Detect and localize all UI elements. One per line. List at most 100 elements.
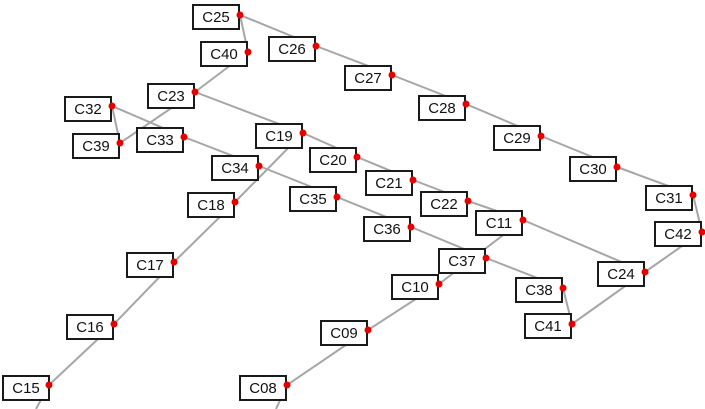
node-label: C15 [12,380,40,397]
node-label: C38 [525,282,553,299]
node-c16[interactable]: C16 [66,314,118,340]
node-label: C20 [319,152,347,169]
port-dot [388,71,396,79]
node-c27[interactable]: C27 [344,65,396,91]
port-dot [641,268,649,276]
node-c17[interactable]: C17 [126,252,178,278]
node-c09[interactable]: C09 [320,320,372,346]
node-box [187,192,235,218]
node-c35[interactable]: C35 [289,186,341,212]
node-label: C34 [221,160,249,177]
node-box [418,95,466,121]
node-label: C27 [354,70,382,87]
port-dot [180,133,188,141]
node-box [438,248,486,274]
node-box [597,261,645,287]
node-box [66,314,114,340]
node-c32[interactable]: C32 [64,96,116,122]
port-dot [435,280,443,288]
node-c34[interactable]: C34 [211,155,263,181]
node-c28[interactable]: C28 [418,95,470,121]
port-dot [464,197,472,205]
node-c10[interactable]: C10 [391,274,443,300]
node-c41[interactable]: C41 [524,313,576,339]
node-label: C08 [249,380,277,397]
port-dot [409,176,417,184]
port-dot [482,254,490,262]
node-box [239,375,287,401]
node-c23[interactable]: C23 [147,83,199,109]
node-c33[interactable]: C33 [136,127,188,153]
port-dot [236,11,244,19]
port-dot [462,100,470,108]
port-dot [170,258,178,266]
node-box [363,216,411,242]
port-dot [353,153,361,161]
node-box [268,36,316,62]
port-dot [108,102,116,110]
node-c11[interactable]: C11 [475,210,527,236]
node-label: C33 [146,132,174,149]
node-label: C22 [430,196,458,213]
node-box [192,4,240,30]
node-c30[interactable]: C30 [569,156,621,182]
node-label: C18 [197,197,225,214]
node-label: C11 [486,215,512,232]
port-dot [559,284,567,292]
node-label: C24 [607,266,635,283]
node-c15[interactable]: C15 [2,375,53,401]
node-box [126,252,174,278]
node-label: C39 [82,138,110,155]
node-c42[interactable]: C42 [654,221,705,247]
node-label: C37 [448,253,476,270]
node-c24[interactable]: C24 [597,261,649,287]
node-label: C25 [202,9,230,26]
node-label: C17 [136,257,164,274]
node-label: C36 [373,221,401,238]
node-label: C42 [664,226,692,243]
node-c22[interactable]: C22 [420,191,472,217]
node-c29[interactable]: C29 [493,125,545,151]
port-dot [689,191,697,199]
node-label: C28 [428,100,456,117]
port-dot [255,162,263,170]
node-c40[interactable]: C40 [200,41,252,67]
port-dot [45,381,53,389]
node-label: C35 [299,191,327,208]
node-label: C16 [76,319,104,336]
port-dot [312,42,320,50]
node-box [147,83,195,109]
node-c21[interactable]: C21 [365,170,417,196]
node-c37[interactable]: C37 [438,248,490,274]
node-box [309,147,357,173]
node-label: C30 [579,161,607,178]
node-box [289,186,337,212]
node-label: C21 [375,175,403,192]
node-label: C19 [265,128,293,145]
node-box [475,210,523,236]
node-c20[interactable]: C20 [309,147,361,173]
node-c38[interactable]: C38 [515,277,567,303]
node-c18[interactable]: C18 [187,192,239,218]
node-c39[interactable]: C39 [72,133,124,159]
node-label: C32 [74,101,102,118]
port-dot [537,132,545,140]
node-c08[interactable]: C08 [239,375,291,401]
node-label: C40 [210,46,238,63]
node-c19[interactable]: C19 [255,123,307,149]
node-box [64,96,112,122]
node-box [344,65,392,91]
node-c25[interactable]: C25 [192,4,244,30]
port-dot [568,320,576,328]
node-c36[interactable]: C36 [363,216,415,242]
node-c31[interactable]: C31 [645,185,697,211]
node-c26[interactable]: C26 [268,36,320,62]
port-dot [333,193,341,201]
port-dot [299,129,307,137]
port-dot [110,320,118,328]
port-dot [364,326,372,334]
port-dot [231,198,239,206]
node-label: C23 [157,88,185,105]
